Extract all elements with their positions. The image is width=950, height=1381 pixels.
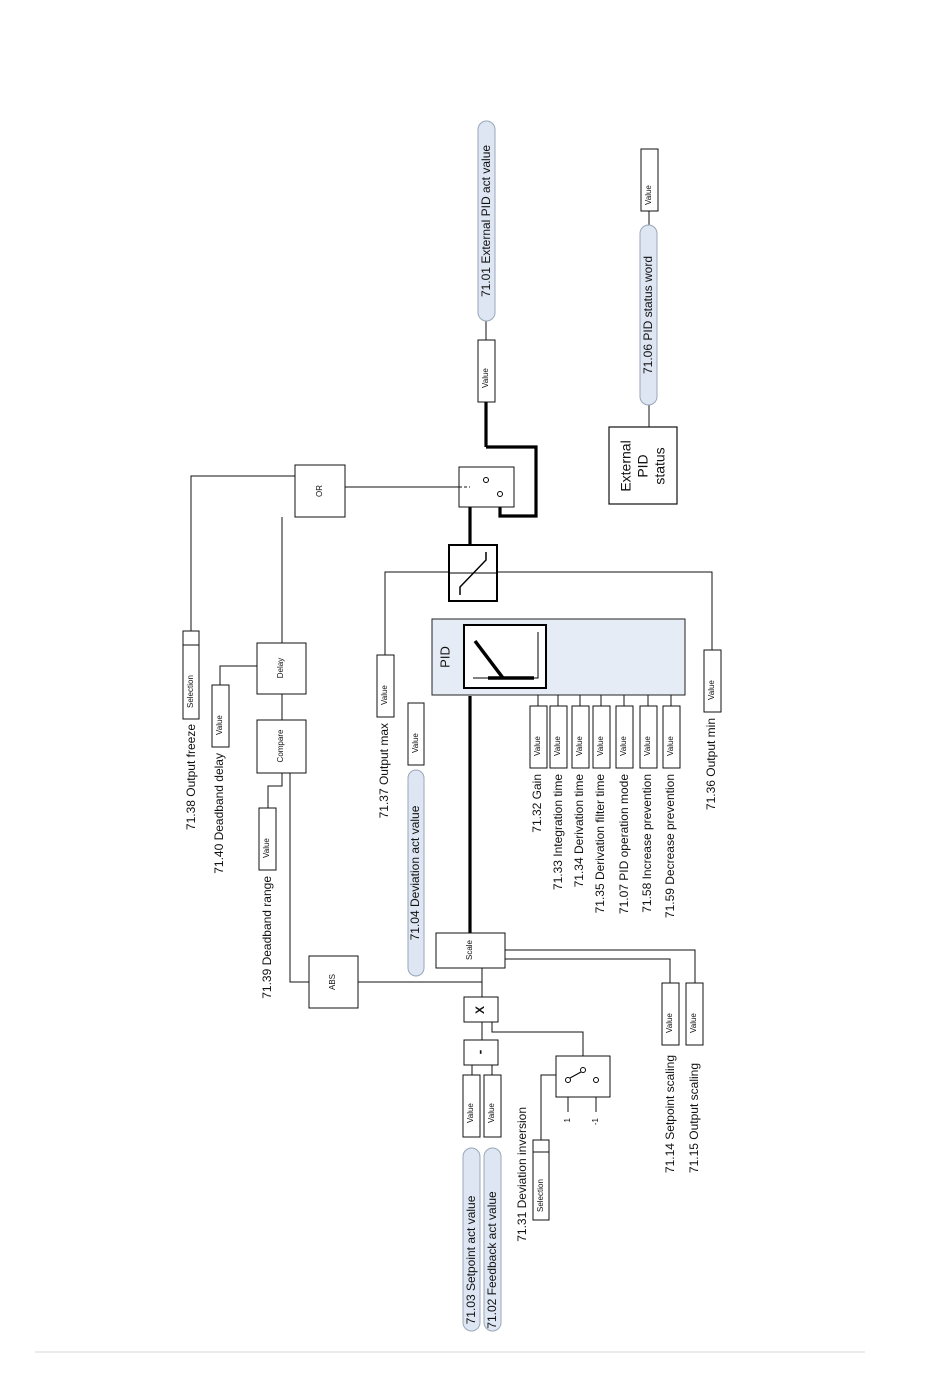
signal-pid-status-word: 71.06 PID status word <box>639 224 658 406</box>
status-line-3: status <box>652 447 668 484</box>
value-tag-output-scaling: Value <box>685 982 704 1046</box>
svg-text:Selection: Selection <box>186 675 195 708</box>
svg-text:Value: Value <box>380 685 389 705</box>
scale-block: Scale <box>435 932 506 969</box>
svg-text:Selection: Selection <box>536 1179 545 1212</box>
label-deadband-range: 71.39 Deadband range <box>260 876 274 999</box>
value-tag-integration-time: Value <box>549 705 568 769</box>
svg-text:71.04 Deviation act value: 71.04 Deviation act value <box>408 805 422 940</box>
delay-block: Delay <box>256 642 307 695</box>
svg-text:Value: Value <box>481 368 490 388</box>
value-tag-derivation-filter-time: Value <box>592 705 611 769</box>
svg-text:Value: Value <box>619 736 628 756</box>
svg-text:Value: Value <box>665 1013 674 1033</box>
value-tag-feedback-act: Value <box>483 1074 502 1138</box>
value-tag-deviation-act: Value <box>407 702 425 766</box>
or-label: OR <box>315 485 324 497</box>
compare-block: Compare <box>256 719 307 774</box>
compare-label: Compare <box>276 729 285 762</box>
svg-text:Value: Value <box>411 733 420 753</box>
selection-tag-deviation-inversion: Selection <box>532 1139 550 1221</box>
value-tag-derivation-time: Value <box>571 705 590 769</box>
switch-input-negative: -1 <box>591 1117 600 1125</box>
signal-deviation-act: 71.04 Deviation act value <box>407 769 425 977</box>
status-line-2: PID <box>635 454 651 477</box>
svg-text:Value: Value <box>553 736 562 756</box>
label-pid-operation-mode: 71.07 PID operation mode <box>617 774 631 914</box>
svg-text:Value: Value <box>596 736 605 756</box>
label-deadband-delay: 71.40 Deadband delay <box>212 753 226 874</box>
value-tag-output-max: Value <box>376 654 395 718</box>
value-tag-decrease-prevention: Value <box>662 705 681 769</box>
label-output-scaling: 71.15 Output scaling <box>687 1063 701 1173</box>
label-increase-prevention: 71.58 Increase prevention <box>640 774 654 913</box>
parameter-labels: 71.38 Output freeze 71.40 Deadband delay… <box>184 718 718 1242</box>
multiply-block: X <box>463 996 499 1023</box>
value-tag-setpoint-scaling: Value <box>661 982 680 1046</box>
svg-text:71.02 Feedback act value: 71.02 Feedback act value <box>485 1191 499 1329</box>
value-tag-increase-prevention: Value <box>639 705 658 769</box>
svg-text:Value: Value <box>666 736 675 756</box>
status-line-1: External <box>618 440 634 491</box>
output-freeze-switch <box>458 466 515 508</box>
pid-block: PID <box>431 618 686 696</box>
svg-text:71.06 PID status word: 71.06 PID status word <box>641 256 655 374</box>
abs-label: ABS <box>328 974 337 990</box>
label-setpoint-scaling: 71.14 Setpoint scaling <box>663 1055 677 1173</box>
svg-text:Value: Value <box>466 1103 475 1123</box>
label-integration-time: 71.33 Integration time <box>551 774 565 890</box>
value-tag-deadband-range: Value <box>258 807 277 871</box>
svg-text:Value: Value <box>533 736 542 756</box>
label-decrease-prevention: 71.59 Decrease prevention <box>663 774 677 918</box>
value-tag-pid-status-word: Value <box>640 148 659 212</box>
signal-setpoint-act: 71.03 Setpoint act value <box>462 1147 481 1332</box>
label-derivation-filter-time: 71.35 Derivation filter time <box>593 774 607 914</box>
switch-input-positive: 1 <box>563 1117 572 1122</box>
value-tag-setpoint-act: Value <box>462 1074 481 1138</box>
or-block: OR <box>294 464 346 518</box>
value-tag-output-min: Value <box>703 649 722 713</box>
svg-text:71.03 Setpoint act value: 71.03 Setpoint act value <box>464 1195 478 1324</box>
deviation-inversion-switch: 1 -1 <box>555 1055 611 1125</box>
label-derivation-time: 71.34 Derivation time <box>572 774 586 888</box>
svg-text:Value: Value <box>689 1013 698 1033</box>
signal-feedback-act: 71.02 Feedback act value <box>483 1147 502 1332</box>
delay-label: Delay <box>276 658 285 678</box>
selection-tag-output-freeze: Selection <box>182 630 200 720</box>
svg-text:Value: Value <box>707 680 716 700</box>
subtract-label: - <box>472 1049 488 1054</box>
external-pid-status-block: External PID status <box>608 426 678 505</box>
label-output-min: 71.36 Output min <box>704 718 718 810</box>
svg-text:Value: Value <box>644 185 653 205</box>
svg-text:Value: Value <box>643 736 652 756</box>
value-tag-gain: Value <box>529 705 548 769</box>
subtract-block: - <box>463 1039 499 1066</box>
limiter-block <box>448 544 498 602</box>
svg-text:Value: Value <box>262 838 271 858</box>
svg-text:71.01 External PID act value: 71.01 External PID act value <box>479 145 493 297</box>
scale-label: Scale <box>465 939 474 960</box>
value-tag-deadband-delay: Value <box>211 684 230 748</box>
value-tag-pid-operation-mode: Value <box>615 705 634 769</box>
value-tags: Value Value Value Value Value Value Valu… <box>182 148 722 1221</box>
label-output-max: 71.37 Output max <box>377 723 391 818</box>
value-tag-external-pid-act: Value <box>477 339 496 403</box>
svg-text:Value: Value <box>487 1103 496 1123</box>
multiply-label: X <box>473 1006 487 1014</box>
abs-block: ABS <box>308 955 359 1009</box>
pid-label: PID <box>437 646 452 668</box>
label-deviation-inversion: 71.31 Deviation inversion <box>515 1107 529 1242</box>
svg-text:Value: Value <box>575 736 584 756</box>
svg-text:Value: Value <box>215 715 224 735</box>
label-output-freeze: 71.38 Output freeze <box>184 724 198 830</box>
label-gain: 71.32 Gain <box>530 774 544 833</box>
signal-external-pid-act: 71.01 External PID act value <box>477 120 496 322</box>
